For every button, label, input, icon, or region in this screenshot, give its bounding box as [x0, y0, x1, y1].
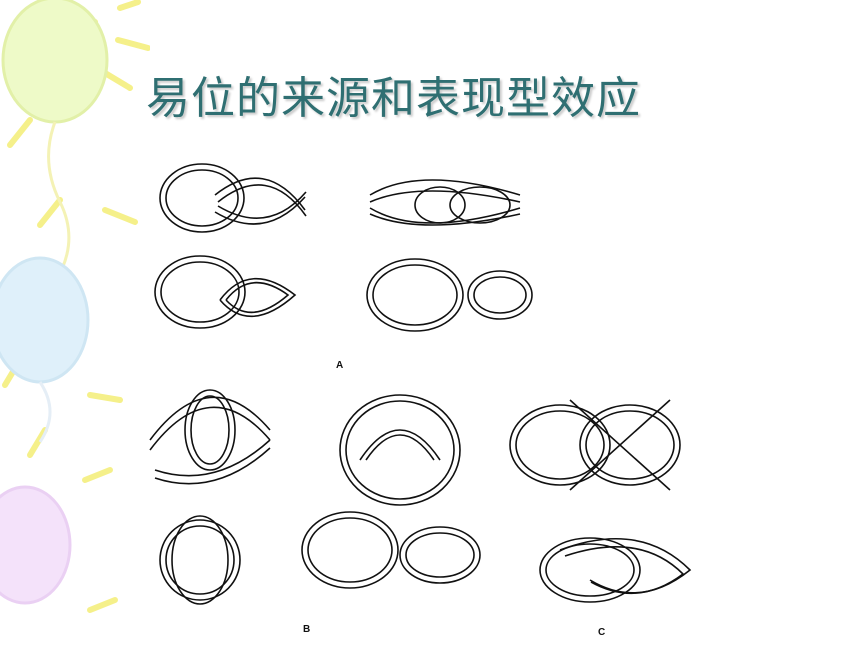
panel-label-c: C — [598, 627, 606, 638]
panel-a-diagram-3 — [154, 255, 297, 329]
panel-b-diagram-1 — [149, 389, 271, 485]
panel-b-diagram-3 — [159, 515, 241, 605]
balloon-blue-icon — [0, 256, 90, 443]
panel-a-diagram-4 — [366, 258, 533, 332]
panel-b-diagram-2 — [339, 394, 461, 506]
figure-drawings — [149, 163, 692, 605]
panel-b-diagram-4 — [301, 511, 481, 589]
balloon-green-icon — [1, 0, 109, 283]
knot-translocation-figure: A B C — [140, 150, 720, 645]
panel-c-diagram-1 — [509, 399, 681, 491]
panel-label-b: B — [303, 624, 311, 635]
panel-label-a: A — [336, 360, 344, 371]
balloon-decoration — [0, 0, 150, 613]
balloon-purple-icon — [0, 485, 72, 605]
panel-c-diagram-2 — [539, 537, 692, 603]
panel-a-diagram-2 — [369, 179, 521, 226]
slide-title: 易位的来源和表现型效应 — [146, 73, 641, 124]
panel-a-diagram-1 — [159, 163, 307, 233]
